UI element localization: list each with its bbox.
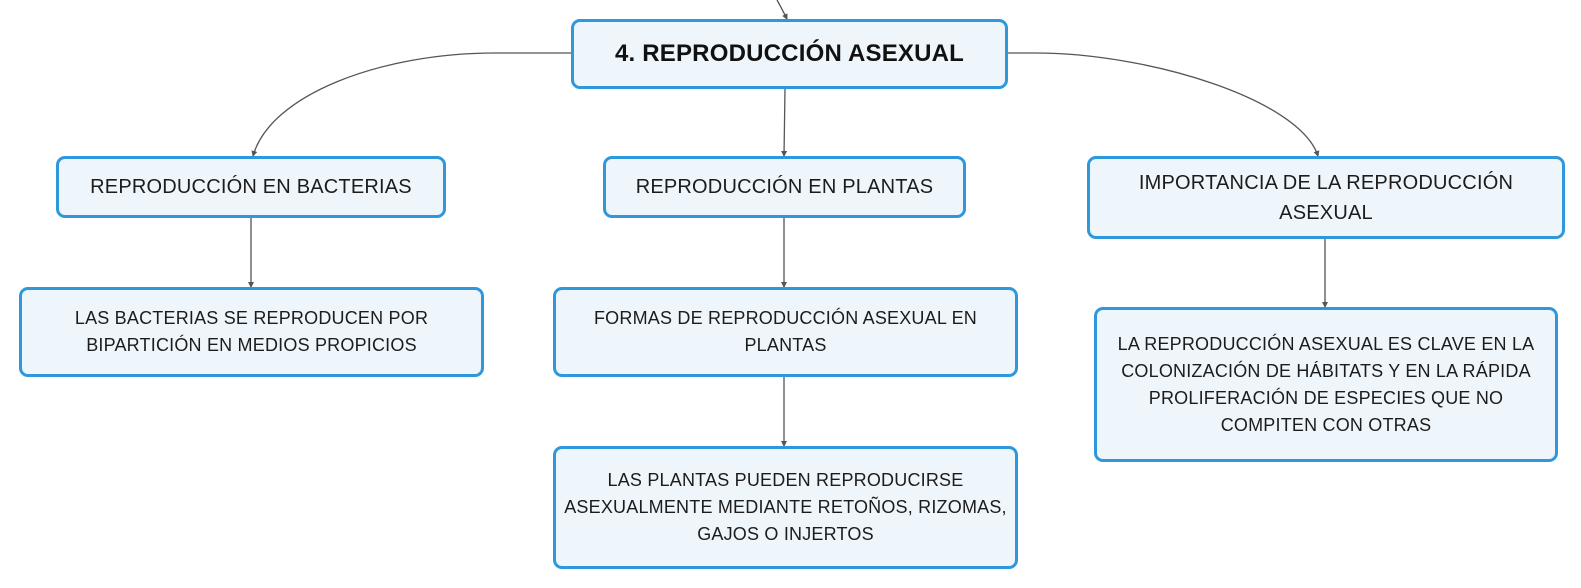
branch-node-importance[interactable]: IMPORTANCIA DE LA REPRODUCCIÓN ASEXUAL — [1087, 156, 1565, 239]
connector-root-to-bacteria — [251, 52, 571, 157]
branch-node-plants-label: REPRODUCCIÓN EN PLANTAS — [635, 176, 934, 198]
detail-node-importance-colonization-label: LA REPRODUCCIÓN ASEXUAL ES CLAVE EN LA C… — [1117, 333, 1535, 435]
detail-node-plant-methods-label: LAS PLANTAS PUEDEN REPRODUCIRSE ASEXUALM… — [564, 470, 1007, 544]
root-node[interactable]: 4. REPRODUCCIÓN ASEXUAL — [571, 19, 1008, 89]
detail-node-bacteria-binary-fission[interactable]: LAS BACTERIAS SE REPRODUCEN POR BIPARTIC… — [19, 287, 484, 377]
branch-node-bacteria-label: REPRODUCCIÓN EN BACTERIAS — [90, 176, 412, 198]
branch-node-bacteria[interactable]: REPRODUCCIÓN EN BACTERIAS — [56, 156, 446, 218]
branch-node-importance-label: IMPORTANCIA DE LA REPRODUCCIÓN ASEXUAL — [1138, 171, 1514, 224]
detail-node-plant-methods[interactable]: LAS PLANTAS PUEDEN REPRODUCIRSE ASEXUALM… — [553, 446, 1018, 569]
detail-node-importance-colonization[interactable]: LA REPRODUCCIÓN ASEXUAL ES CLAVE EN LA C… — [1094, 307, 1558, 462]
connector-from-parent — [776, 0, 788, 20]
branch-node-plants[interactable]: REPRODUCCIÓN EN PLANTAS — [603, 156, 966, 218]
detail-node-plant-asexual-forms-label: FORMAS DE REPRODUCCIÓN ASEXUAL EN PLANTA… — [593, 308, 977, 355]
detail-node-bacteria-binary-fission-label: LAS BACTERIAS SE REPRODUCEN POR BIPARTIC… — [74, 308, 429, 355]
detail-node-plant-asexual-forms[interactable]: FORMAS DE REPRODUCCIÓN ASEXUAL EN PLANTA… — [553, 287, 1018, 377]
connector-root-to-importance — [1008, 52, 1320, 157]
root-node-label: 4. REPRODUCCIÓN ASEXUAL — [614, 40, 965, 67]
connector-root-to-plants — [781, 88, 788, 157]
